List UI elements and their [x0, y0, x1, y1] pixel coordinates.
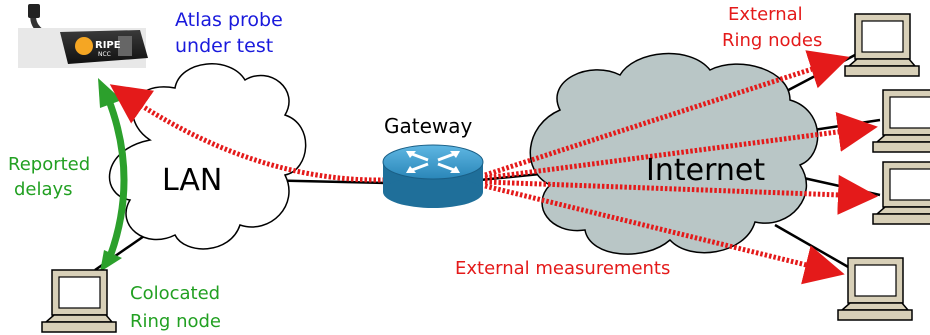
external-ring-label-line2: Ring nodes	[722, 30, 822, 51]
probe-label-line1: Atlas probe	[175, 9, 283, 31]
external-ring-label-line1: External	[728, 4, 803, 25]
gateway-router-icon	[382, 144, 484, 208]
external-measurements-label: External measurements	[455, 258, 670, 279]
probe-label-line2: under test	[175, 35, 273, 57]
atlas-probe-icon: RIPE NCC	[18, 4, 148, 68]
measurement-paths	[109, 50, 878, 285]
external-ring-node-3-icon	[872, 161, 930, 225]
gateway-label: Gateway	[384, 114, 473, 138]
probe-logo-text: RIPE	[95, 40, 121, 51]
probe-logo-subtext: NCC	[98, 51, 111, 58]
node3-measurement-path	[484, 174, 878, 215]
colocated-label-line1: Colocated	[130, 283, 220, 304]
node4-measurement-path	[484, 183, 845, 285]
internet-label: Internet	[646, 153, 765, 188]
external-ring-node-1-icon	[844, 13, 920, 77]
reported-delays-line1: Reported	[8, 154, 90, 175]
probe-measurement-path	[109, 84, 386, 183]
external-ring-node-2-icon	[872, 89, 930, 153]
external-ring-node-4-icon	[837, 257, 913, 321]
lan-cloud	[108, 63, 307, 250]
node1-measurement-path	[484, 50, 850, 178]
colocated-ring-node-icon	[41, 269, 117, 333]
colocated-label-line2: Ring node	[130, 311, 221, 332]
reported-delays-line2: delays	[14, 179, 73, 200]
lan-label: LAN	[162, 163, 222, 198]
node2-measurement-path	[484, 112, 878, 181]
